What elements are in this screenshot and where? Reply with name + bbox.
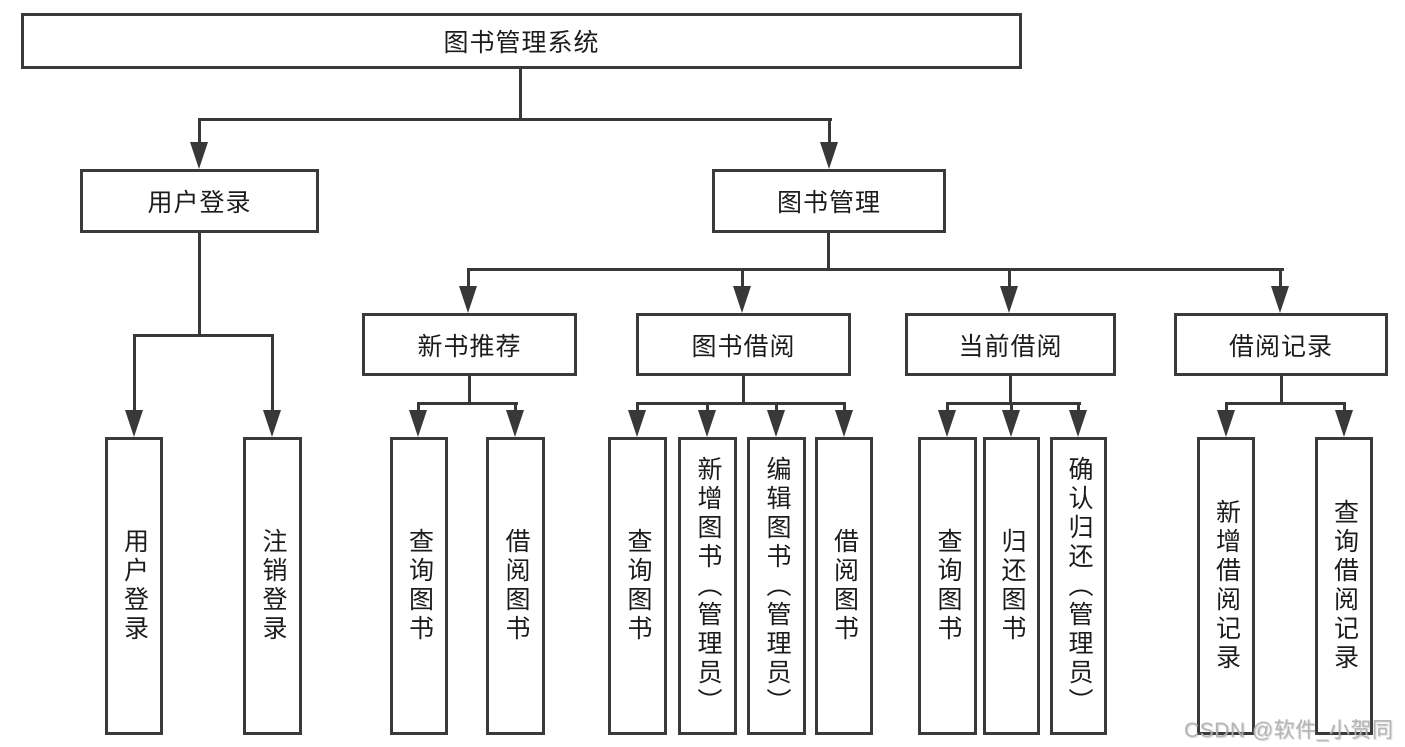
node-root: 图书管理系统 [21,13,1022,69]
leaf-label: 确认归还（管理员） [1065,455,1093,717]
connector-stem [1343,405,1346,412]
connector-stem [1279,271,1282,287]
node-new-book-recommend: 新书推荐 [362,313,577,376]
arrow-down-icon [1335,410,1353,437]
arrow-down-icon [835,410,853,437]
leaf-label: 新增图书（管理员） [694,455,722,717]
arrow-down-icon [820,142,838,169]
watermark: CSDN @软件_小贺同学 [1184,719,1394,742]
arrow-down-icon [1002,410,1020,437]
arrow-down-icon [409,410,427,437]
leaf-label: 用户登录 [120,528,149,644]
connector-record-horizontal [1225,402,1346,405]
connector-userlogin-horizontal [133,334,274,337]
leaf-borrow-books-1: 借阅图书 [486,437,545,735]
leaf-label: 新增借阅记录 [1212,499,1241,673]
node-label: 新书推荐 [417,332,522,361]
arrow-down-icon [263,410,281,437]
arrow-down-icon [125,410,143,437]
connector-root-horizontal [198,118,832,121]
leaf-borrow-books-2: 借阅图书 [815,437,873,735]
node-book-management: 图书管理 [712,169,946,233]
leaf-label: 注销登录 [259,528,287,644]
arrow-down-icon [459,286,477,313]
connector-stem [706,405,709,412]
leaf-label: 归还图书 [998,528,1026,644]
connector-stem [467,271,470,287]
node-user-login: 用户登录 [80,169,319,233]
connector-current-vertical [1009,376,1012,405]
arrow-down-icon [938,410,956,437]
leaf-label: 查询图书 [405,528,434,644]
arrow-down-icon [190,142,208,169]
connector-root-vertical [519,69,522,120]
connector-stem-user-login [198,121,201,144]
leaf-add-borrow-record: 新增借阅记录 [1197,437,1255,735]
connector-stem [946,405,949,412]
node-borrow-record: 借阅记录 [1174,313,1388,376]
leaf-query-books-1: 查询图书 [390,437,448,735]
node-label: 当前借阅 [958,332,1063,361]
leaf-label: 编辑图书（管理员） [763,455,791,717]
leaf-label: 查询借阅记录 [1330,499,1359,673]
connector-bookmgmt-vertical [827,233,830,271]
connector-stem [741,271,744,287]
connector-stem [1077,405,1080,412]
leaf-label: 查询图书 [934,528,962,644]
arrow-down-icon [733,286,751,313]
leaf-edit-books-admin: 编辑图书（管理员） [747,437,806,735]
arrow-down-icon [767,410,785,437]
node-label: 图书借阅 [691,332,796,361]
connector-stem [514,405,517,412]
arrow-down-icon [1271,286,1289,313]
node-book-borrow: 图书借阅 [636,313,851,376]
connector-stem [1010,405,1013,412]
connector-stem [775,405,778,412]
leaf-query-books-3: 查询图书 [918,437,977,735]
connector-stem-book-mgmt [828,121,831,144]
connector-current-horizontal [946,402,1081,405]
connector-bookmgmt-horizontal [467,268,1284,271]
connector-stem [1008,271,1011,287]
leaf-add-books-admin: 新增图书（管理员） [678,437,737,735]
arrow-down-icon [1000,286,1018,313]
connector-stem [843,405,846,412]
leaf-label: 借阅图书 [502,528,530,644]
leaf-label: 查询图书 [624,528,652,644]
connector-stem [271,337,274,411]
leaf-query-borrow-record: 查询借阅记录 [1315,437,1373,735]
leaf-logout: 注销登录 [243,437,302,735]
connector-borrow-horizontal [636,402,846,405]
connector-borrow-vertical [742,376,745,405]
arrow-down-icon [506,410,524,437]
arrow-down-icon [698,410,716,437]
connector-userlogin-vertical [198,233,201,337]
node-label: 用户登录 [147,189,252,217]
node-label: 图书管理 [776,189,881,217]
arrow-down-icon [1217,410,1235,437]
connector-stem [1225,405,1228,412]
leaf-confirm-return-admin: 确认归还（管理员） [1050,437,1107,735]
node-root-label: 图书管理系统 [443,29,600,57]
node-label: 借阅记录 [1228,332,1333,361]
connector-stem [417,405,420,412]
leaf-query-books-2: 查询图书 [608,437,667,735]
arrow-down-icon [1069,410,1087,437]
node-current-borrow: 当前借阅 [905,313,1116,376]
arrow-down-icon [628,410,646,437]
leaf-user-login: 用户登录 [105,437,163,735]
connector-newbook-horizontal [417,402,518,405]
connector-record-vertical [1280,376,1283,405]
connector-stem [133,337,136,411]
connector-stem [636,405,639,412]
leaf-return-books: 归还图书 [983,437,1040,735]
connector-newbook-vertical [468,376,471,405]
leaf-label: 借阅图书 [830,528,859,644]
